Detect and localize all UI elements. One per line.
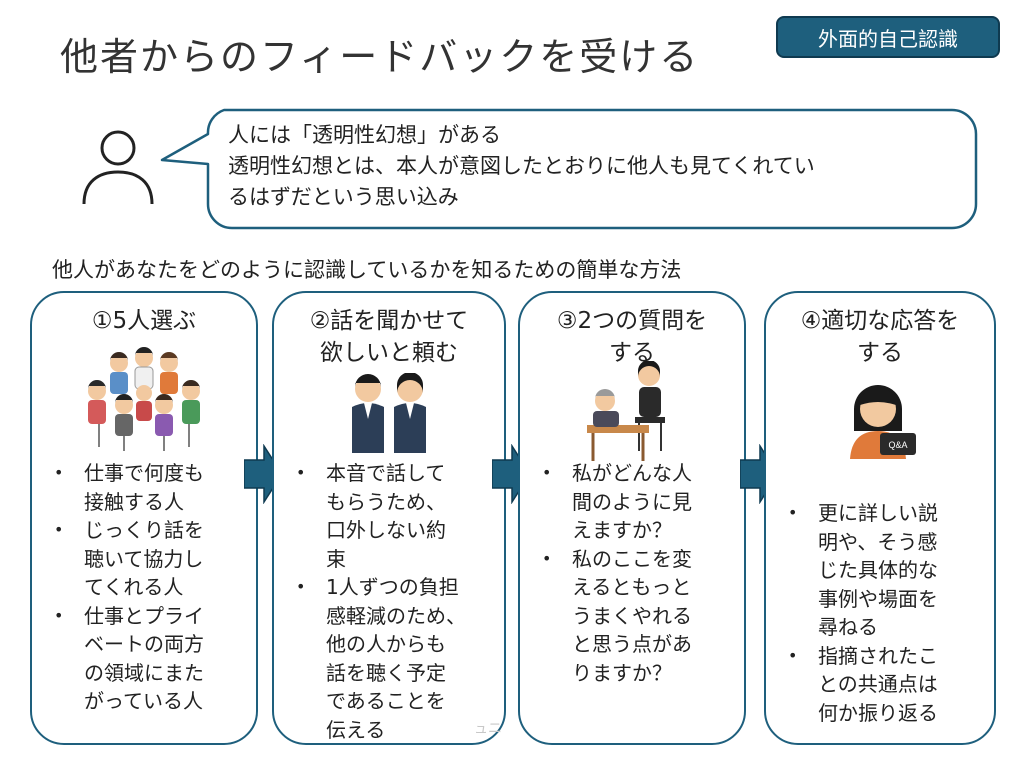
step-card-1: ①5人選ぶ 仕事で何度も 接触する人 <box>30 291 258 745</box>
bullet-line: 仕事とプライ <box>84 603 204 628</box>
step-title: ④適切な応答を する <box>800 308 960 366</box>
bullet-item: 仕事で何度も 接触する人 <box>50 459 248 516</box>
bullet-line: の領域にまた <box>84 660 204 685</box>
bullet-line: えますか？ <box>572 518 672 542</box>
category-badge: 外面的自己認識 <box>776 16 1000 58</box>
speech-line: るはずだという思い込み <box>228 185 459 209</box>
bullet-item: じっくり話を 聴いて協力し てくれる人 <box>50 516 248 602</box>
bullet-line: 私がどんな人 <box>572 461 692 485</box>
step-bullets: 私がどんな人 間のように見 えますか？ 私のここを変 えるともっと うまくやれる… <box>538 459 736 687</box>
bullet-line: との共通点は <box>818 672 938 696</box>
speech-bubble <box>160 108 978 230</box>
step-card-3: ③2つの質問を する 私がどんな人 間のように見 えますか？ 私のここを変 える… <box>518 291 746 745</box>
bullet-line: えるともっと <box>572 575 692 599</box>
bullet-line: 話を聴く予定 <box>326 660 446 685</box>
page-title: 他者からのフィードバックを受ける <box>60 35 700 79</box>
bullet-line: じた具体的な <box>818 558 938 582</box>
step-title: ①5人選ぶ <box>91 308 197 334</box>
bullet-line: りますか？ <box>572 660 672 685</box>
group-meeting-illustration <box>88 347 200 451</box>
bullet-line: 伝える <box>326 717 386 742</box>
bullet-line: 私のここを変 <box>572 546 692 571</box>
bullet-item: 私がどんな人 間のように見 えますか？ <box>538 459 736 545</box>
bullet-line: 更に詳しい説 <box>818 501 938 525</box>
bullet-item: 仕事とプライ ベートの両方 の領域にまた がっている人 <box>50 602 248 716</box>
bullet-line: 何か振り返る <box>818 700 938 725</box>
bullet-line: てくれる人 <box>84 575 184 599</box>
step-bullets: 仕事で何度も 接触する人 じっくり話を 聴いて協力し てくれる人 仕事とプライ … <box>50 459 248 716</box>
bullet-line: うまくやれる <box>572 603 692 628</box>
interview-illustration <box>587 361 665 461</box>
bowing-people-illustration <box>352 373 426 453</box>
bullet-line: 本音で話して <box>326 461 446 485</box>
bullet-line: 仕事で何度も <box>84 461 204 485</box>
step-bullets: 更に詳しい説 明や、そう感 じた具体的な 事例や場面を 尋ねる 指摘されたこ と… <box>784 499 986 727</box>
bullet-line: 感軽減のため、 <box>326 603 466 628</box>
bullet-line: 事例や場面を <box>818 586 938 611</box>
footer-text: ュニ <box>474 721 502 737</box>
bullet-line: 指摘されたこ <box>818 643 938 668</box>
bullet-line: 聴いて協力し <box>84 546 204 571</box>
bullet-line: 明や、そう感 <box>818 529 938 554</box>
bullet-line: 尋ねる <box>818 615 878 639</box>
bullet-line: と思う点があ <box>572 632 692 656</box>
speech-line: 人には「透明性幻想」がある <box>228 123 501 147</box>
step-bullets: 本音で話して もらうため、 口外しない約 束 1人ずつの負担 感軽減のため、 他… <box>292 459 496 744</box>
bullet-line: であることを <box>326 689 446 713</box>
bullet-line: がっている人 <box>84 689 203 713</box>
person-icon <box>82 130 154 205</box>
bullet-item: 更に詳しい説 明や、そう感 じた具体的な 事例や場面を 尋ねる <box>784 499 986 642</box>
bullet-line: 1人ずつの負担 <box>326 575 459 599</box>
bullet-item: 本音で話して もらうため、 口外しない約 束 <box>292 459 496 573</box>
bullet-line: 束 <box>326 546 346 571</box>
step-card-2: ②話を聞かせて 欲しいと頼む 本音で話して もらうため、 口外しない約 束 1人… <box>272 291 506 745</box>
qa-woman-illustration: Q&A <box>850 385 916 459</box>
bullet-line: じっくり話を <box>84 518 204 542</box>
step-title: ③2つの質問を する <box>556 308 708 366</box>
bullet-line: もらうため、 <box>326 489 446 514</box>
bullet-item: 1人ずつの負担 感軽減のため、 他の人からも 話を聴く予定 であることを 伝える <box>292 573 496 744</box>
bullet-line: ベートの両方 <box>84 632 204 656</box>
bullet-line: 口外しない約 <box>326 518 446 542</box>
step-card-4: ④適切な応答を する Q&A 更に詳しい説 明や、そう感 じた具体的な 事例や場… <box>764 291 996 745</box>
bullet-line: 間のように見 <box>572 489 692 514</box>
bullet-item: 私のここを変 えるともっと うまくやれる と思う点があ りますか？ <box>538 545 736 688</box>
step-title: ②話を聞かせて 欲しいと頼む <box>309 308 469 366</box>
bullet-line: 接触する人 <box>84 489 184 514</box>
bullet-line: 他の人からも <box>326 632 446 656</box>
qa-label: Q&A <box>888 440 907 450</box>
bullet-item: 指摘されたこ との共通点は 何か振り返る <box>784 642 986 728</box>
section-subtitle: 他人があなたをどのように認識しているかを知るための簡単な方法 <box>52 258 682 282</box>
speech-bubble-text: 人には「透明性幻想」がある 透明性幻想とは、本人が意図したとおりに他人も見てくれ… <box>228 120 968 213</box>
speech-line: 透明性幻想とは、本人が意図したとおりに他人も見てくれてい <box>228 154 815 178</box>
